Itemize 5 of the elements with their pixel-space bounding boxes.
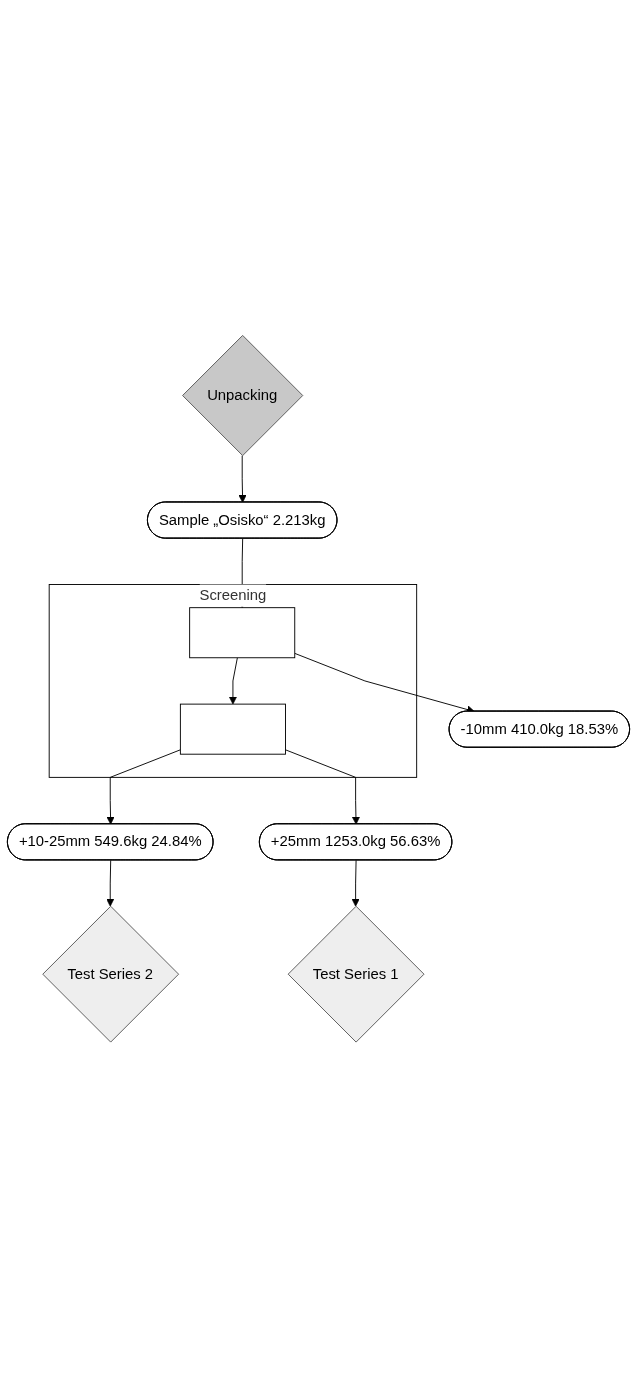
node-diamond: Test Series 1: [287, 906, 425, 1043]
node-box: [189, 607, 296, 659]
node-box: [179, 703, 286, 755]
node-diamond: Unpacking: [182, 335, 304, 457]
node-diamond: Test Series 2: [42, 906, 180, 1043]
